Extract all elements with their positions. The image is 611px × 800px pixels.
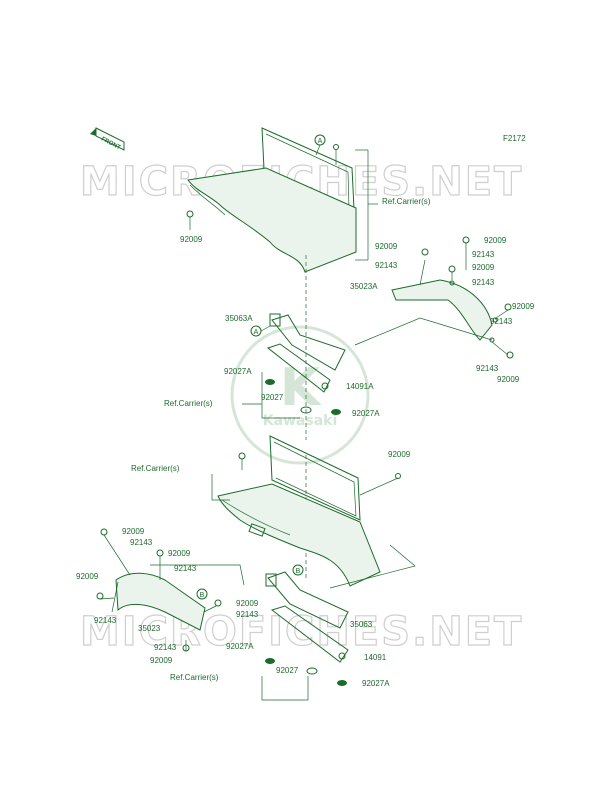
label-92009: 92009: [122, 527, 145, 536]
label-92143: 92143: [476, 364, 499, 373]
logo-text: Kawasaki: [263, 413, 338, 429]
svg-text:B: B: [200, 592, 205, 599]
lower-fender-35023: [96, 528, 245, 652]
label-92009: 92009: [168, 549, 191, 558]
label-92143: 92143: [375, 261, 398, 270]
label-92009: 92009: [512, 302, 535, 311]
label-35063a: 35063A: [225, 314, 253, 323]
label-92027a: 92027A: [352, 409, 380, 418]
label-92143: 92143: [236, 610, 259, 619]
label-92027: 92027: [261, 393, 284, 402]
label-ref-carrier: Ref.Carrier(s): [131, 464, 180, 473]
kawasaki-logo: K Kawasaki: [230, 325, 370, 465]
callout-b-right: B: [292, 564, 304, 576]
callout-a-top: A: [314, 134, 326, 156]
washer-92027a-lower-right: [337, 680, 347, 686]
label-92143: 92143: [174, 564, 197, 573]
label-92027a: 92027A: [224, 367, 252, 376]
lower-bracket-35063: [265, 571, 349, 663]
washer-92027a-lower-left: [265, 658, 275, 664]
label-92143: 92143: [154, 643, 177, 652]
washer-92027-upper: [300, 406, 312, 414]
logo-mark: K: [280, 358, 322, 418]
label-ref-carrier: Ref.Carrier(s): [382, 197, 431, 206]
washer-92027a-upper-right: [331, 409, 341, 415]
washer-92027a-upper-left: [265, 379, 275, 385]
label-92143: 92143: [490, 317, 513, 326]
figure-code: F2172: [503, 134, 526, 143]
upper-fender-35023a: [354, 236, 514, 359]
upper-bracket-35063a: [266, 313, 346, 393]
label-92009: 92009: [76, 572, 99, 581]
label-92143: 92143: [472, 278, 495, 287]
label-92009: 92009: [236, 599, 259, 608]
label-92143: 92143: [472, 250, 495, 259]
washer-92027-lower: [306, 667, 318, 675]
label-35063: 35063: [350, 620, 373, 629]
svg-text:B: B: [296, 568, 301, 575]
label-35023a: 35023A: [350, 282, 378, 291]
label-35023: 35023: [138, 624, 161, 633]
svg-text:A: A: [318, 138, 323, 145]
label-92009: 92009: [375, 242, 398, 251]
label-14091a: 14091A: [346, 382, 374, 391]
label-92027a: 92027A: [226, 642, 254, 651]
label-92009: 92009: [150, 656, 173, 665]
label-92009: 92009: [497, 375, 520, 384]
label-92027a: 92027A: [362, 679, 390, 688]
front-arrow-icon: FRONT: [90, 127, 125, 151]
svg-text:A: A: [254, 329, 259, 336]
callout-a-mid: A: [250, 325, 271, 337]
label-14091: 14091: [364, 653, 387, 662]
label-92143: 92143: [94, 616, 117, 625]
label-ref-carrier: Ref.Carrier(s): [164, 399, 213, 408]
upper-gate-assembly: [186, 127, 378, 273]
label-92143: 92143: [130, 538, 153, 547]
lower-gate-assembly: [211, 435, 416, 589]
label-ref-carrier: Ref.Carrier(s): [170, 673, 219, 682]
label-92009: 92009: [484, 236, 507, 245]
label-92009: 92009: [180, 235, 203, 244]
label-92027: 92027: [276, 666, 299, 675]
callout-b-left: B: [196, 588, 208, 600]
part-labels: 92009 Ref.Carrier(s) 92009 92143 35023A …: [76, 197, 535, 688]
label-92009: 92009: [388, 450, 411, 459]
label-92009: 92009: [472, 263, 495, 272]
